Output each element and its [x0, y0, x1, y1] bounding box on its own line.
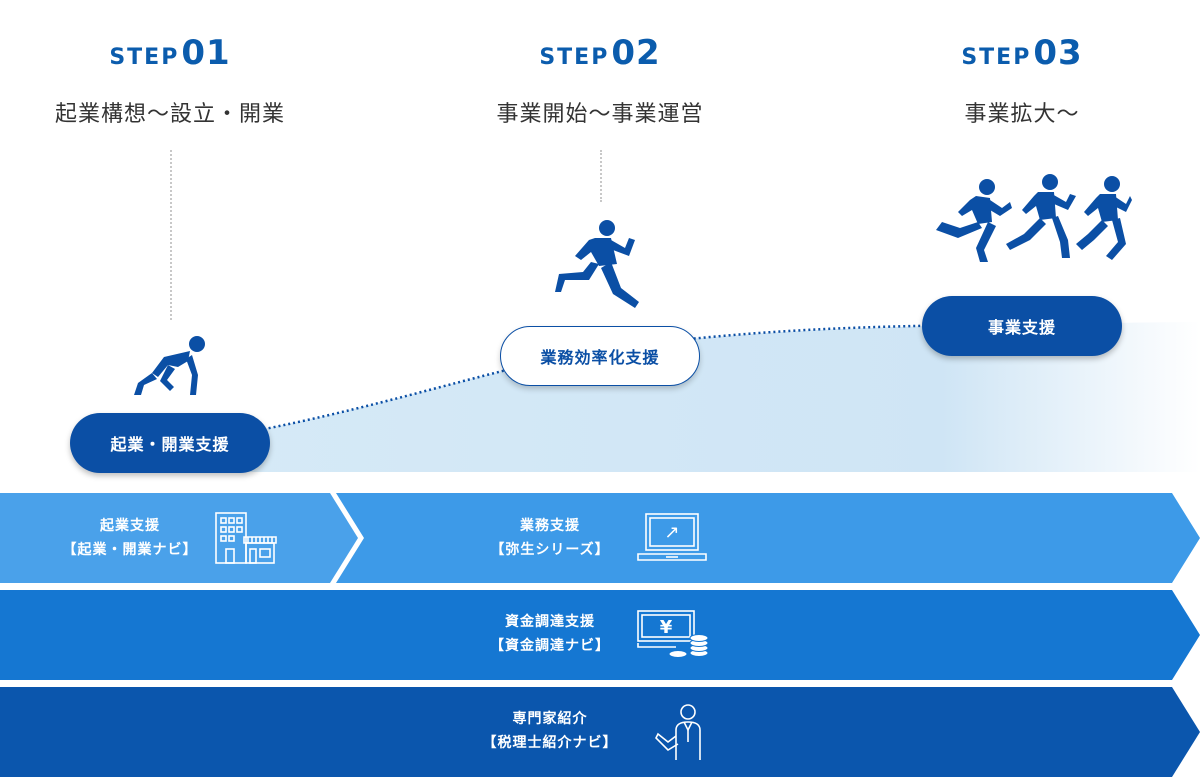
band-funding-text: 資金調達支援 【資金調達ナビ】: [490, 614, 610, 654]
step-01-title: 起業構想〜設立・開業: [54, 102, 285, 127]
running-man-icon: [555, 220, 639, 308]
band-startup-support: [0, 493, 358, 583]
advisor-person-icon: [655, 704, 701, 760]
step-02-label: STEP02: [539, 33, 661, 73]
growth-area: [170, 322, 1200, 472]
milestone-business-support: 事業支援: [922, 296, 1122, 356]
yen-glyph: ¥: [660, 617, 673, 638]
band-business-text: 業務支援 【弥生シリーズ】: [490, 518, 610, 558]
laptop-chart-icon: ↗: [637, 513, 707, 561]
band-expert-text: 専門家紹介 【税理士紹介ナビ】: [482, 711, 618, 751]
guide-line-step1: [170, 150, 172, 320]
running-team-icon: [936, 174, 1132, 262]
step-01-label: STEP01: [109, 33, 231, 73]
band-funding-support: [0, 590, 1200, 680]
guide-line-step2: [600, 150, 602, 202]
band-expert-referral: [0, 687, 1200, 777]
step-02: STEP02 事業開始〜事業運営: [450, 36, 750, 128]
building-shop-icon: [215, 512, 277, 564]
yen-money-icon: ¥: [637, 610, 709, 658]
step-01: STEP01 起業構想〜設立・開業: [20, 36, 320, 128]
milestone-startup-support: 起業・開業支援: [70, 413, 270, 473]
milestone-efficiency-support: 業務効率化支援: [500, 326, 700, 386]
laptop-arrow-glyph: ↗: [664, 522, 679, 543]
step-03: STEP03 事業拡大〜: [872, 36, 1172, 128]
band-business-support: [336, 493, 1200, 583]
step-03-title: 事業拡大〜: [964, 102, 1080, 127]
step-02-title: 事業開始〜事業運営: [496, 102, 704, 127]
crouching-runner-icon: [134, 336, 205, 395]
band-startup-text: 起業支援 【起業・開業ナビ】: [62, 518, 198, 558]
step-03-label: STEP03: [961, 33, 1083, 73]
